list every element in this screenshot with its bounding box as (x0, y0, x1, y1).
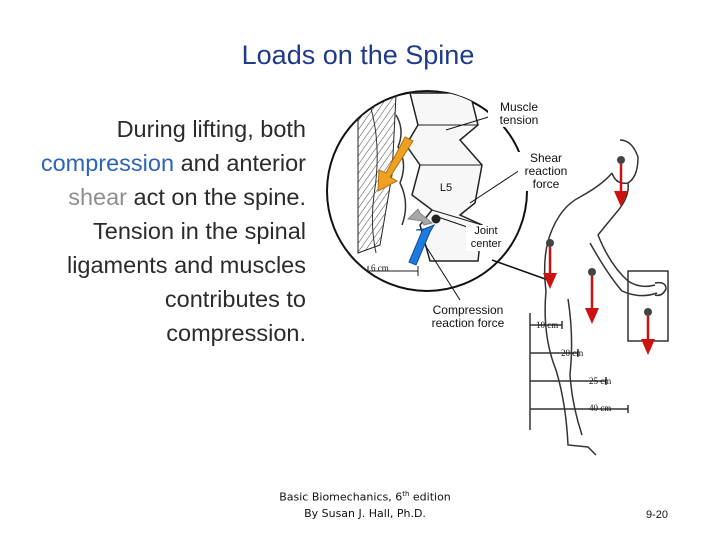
scale-6cm: 6 cm (371, 263, 389, 273)
label-joint-center: Joint center (466, 225, 506, 251)
body-text-1: During lifting, both (116, 116, 306, 142)
credit-edition-sup: th (402, 490, 410, 498)
compression-arrow (408, 223, 436, 266)
book-credit: Basic Biomechanics, 6th edition By Susan… (250, 486, 480, 522)
shear-arrow (407, 208, 433, 226)
scale-10cm: 10 cm (536, 320, 559, 330)
body-text-3: and anterior (174, 150, 306, 176)
spine-loads-figure (326, 90, 669, 456)
credit-edition: edition (409, 490, 451, 504)
body-text-5: act on the spine. Tension in the spinal … (66, 184, 306, 346)
scale-40cm: 40 cm (589, 403, 612, 413)
slide-title: Loads on the Spine (241, 40, 475, 70)
label-compression-reaction-force: Compression reaction force (423, 304, 513, 330)
credit-title: Basic Biomechanics, 6 (279, 490, 403, 504)
scale-25cm: 25 cm (589, 376, 612, 386)
credit-line-1: Basic Biomechanics, 6th edition (250, 486, 480, 506)
muscle-tension-arrow (377, 136, 414, 192)
body-paragraph: During lifting, both compression and ant… (30, 112, 306, 350)
body-segment-force-arrows (543, 156, 655, 355)
credit-line-2: By Susan J. Hall, Ph.D. (304, 506, 426, 520)
label-shear-reaction-force: Shear reaction force (518, 152, 574, 191)
scale-20cm: 20 cm (561, 348, 584, 358)
label-vertebra-l5: L5 (439, 182, 453, 194)
slide-number: 9-20 (646, 509, 669, 521)
highlight-shear: shear (68, 184, 128, 210)
highlight-compression: compression (40, 150, 175, 176)
label-muscle-tension: Muscle tension (488, 101, 550, 127)
